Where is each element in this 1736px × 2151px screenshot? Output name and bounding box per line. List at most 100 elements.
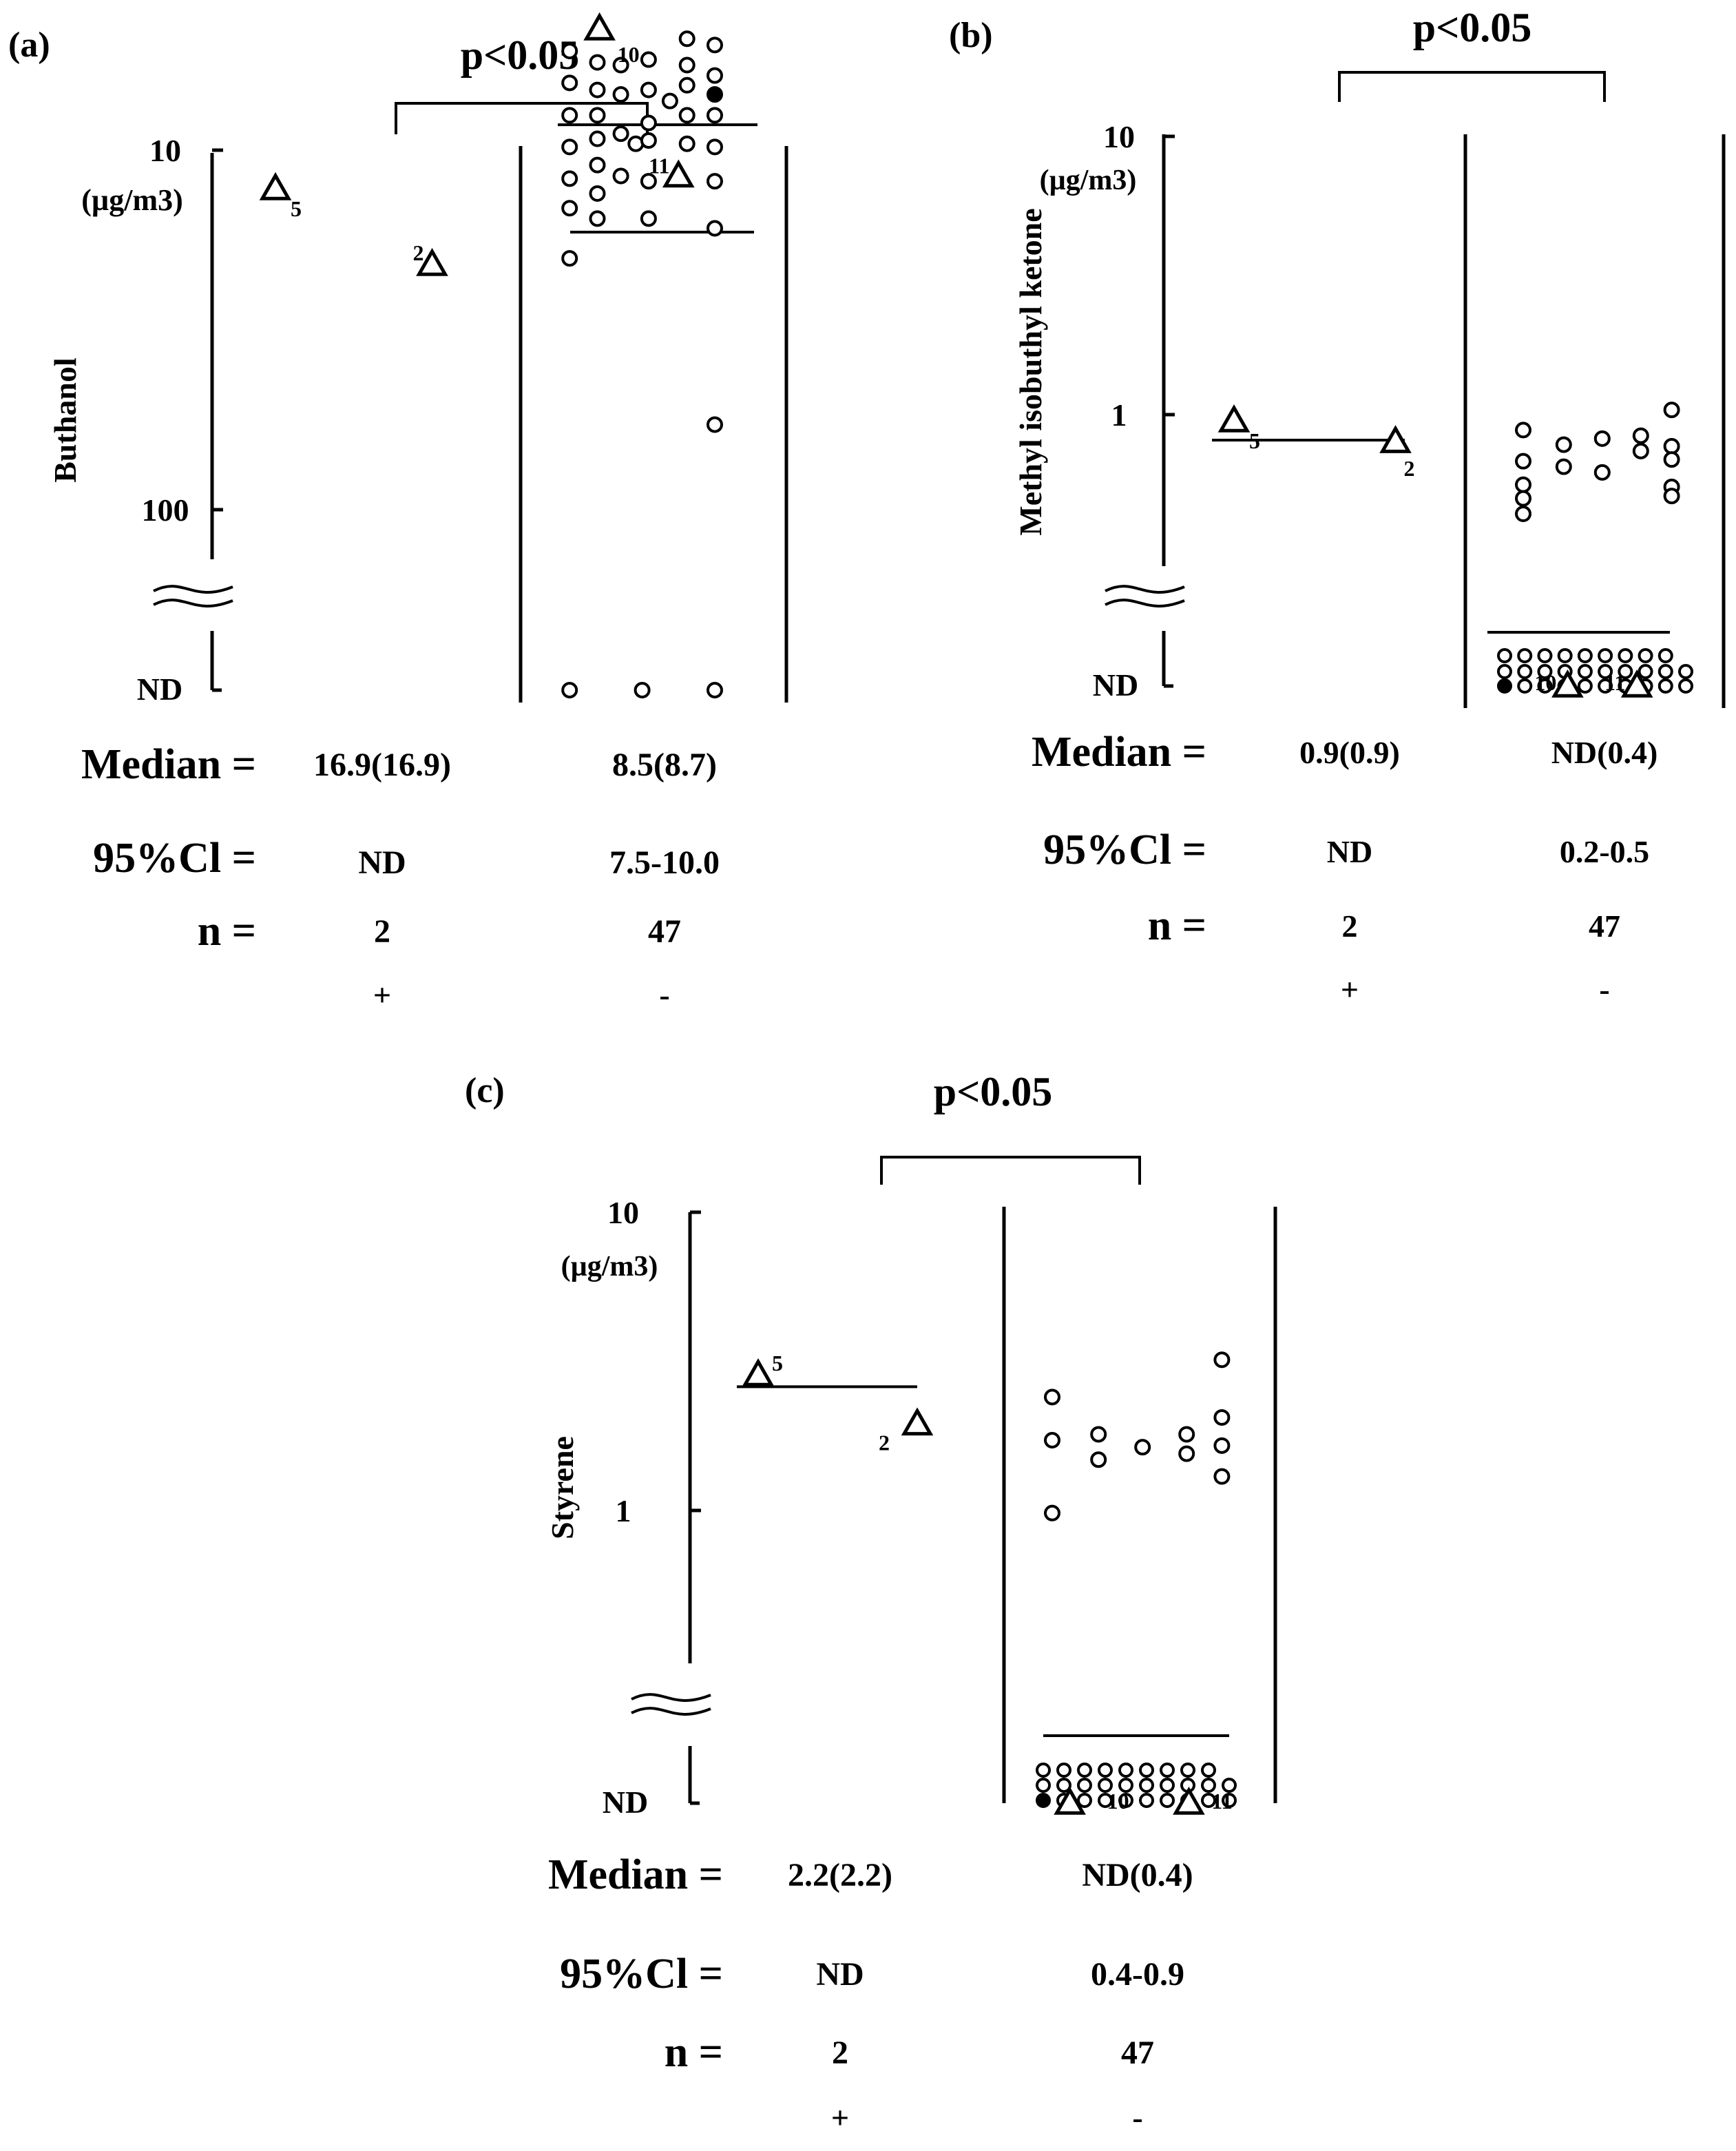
n-value: 2 — [374, 913, 390, 950]
nd-circle-point — [1077, 1763, 1092, 1778]
circle-point — [1515, 506, 1531, 523]
circle-point — [1663, 437, 1680, 455]
axis-break-mark — [153, 599, 233, 607]
nd-circle-point — [1497, 664, 1512, 679]
nd-label: ND — [603, 1785, 648, 1820]
median-value: ND(0.4) — [1551, 735, 1658, 770]
median-row-label: Median = — [1032, 729, 1206, 776]
unit-label: (µg/m3) — [1040, 165, 1137, 196]
axis-break-mark — [631, 1707, 711, 1716]
circle-point — [1044, 1504, 1060, 1521]
circle-point — [589, 54, 606, 71]
point-label: 5 — [291, 196, 302, 221]
nd-filled-circle-point — [1036, 1793, 1051, 1808]
nd-circle-point — [1657, 664, 1673, 679]
circle-point — [561, 170, 578, 187]
y-axis-label: Methyl isobuthyl ketone — [1013, 208, 1048, 535]
nd-circle-point — [1036, 1778, 1051, 1793]
median-row-label: Median = — [548, 1851, 723, 1898]
circle-point — [1044, 1432, 1060, 1449]
nd-circle-point — [1222, 1778, 1237, 1793]
point-label: 10 — [1107, 1789, 1129, 1814]
circle-point — [1593, 430, 1611, 447]
circle-point — [1515, 476, 1531, 493]
nd-circle-point — [1537, 664, 1553, 679]
circle-point — [640, 81, 657, 98]
n-value: 47 — [1589, 908, 1620, 944]
triangle-point — [1054, 1786, 1086, 1815]
circle-point — [1555, 458, 1572, 475]
circle-point — [561, 200, 578, 217]
group-sign: + — [1341, 972, 1359, 1007]
y-tick-label: 1 — [1111, 397, 1127, 433]
n-value: 2 — [832, 2035, 848, 2071]
circle-point — [589, 107, 606, 124]
circle-point — [678, 56, 696, 74]
circle-point — [678, 30, 696, 48]
circle-point — [661, 92, 678, 110]
significance-bracket — [395, 102, 649, 134]
point-label: 2 — [1404, 456, 1415, 481]
median-value: 2.2(2.2) — [788, 1857, 892, 1893]
nd-circle-point — [1618, 664, 1633, 679]
circle-point — [1090, 1426, 1107, 1443]
y-tick-label: 10 — [149, 133, 181, 168]
circle-point — [707, 107, 723, 124]
circle-point — [678, 107, 696, 124]
circle-point — [589, 185, 606, 202]
group-sign: + — [831, 2100, 849, 2135]
circle-point — [707, 682, 723, 698]
circle-point — [561, 43, 578, 60]
nd-circle-point — [1598, 678, 1613, 694]
nd-label: ND — [137, 672, 182, 707]
circle-point — [1213, 1351, 1231, 1369]
nd-circle-point — [1056, 1778, 1071, 1793]
panel-label: (b) — [949, 16, 993, 55]
median-row-label: Median = — [81, 741, 256, 788]
circle-point — [640, 132, 657, 149]
circle-point — [1213, 1437, 1231, 1454]
y-tick-label: 1 — [616, 1493, 631, 1528]
unit-label: (µg/m3) — [561, 1251, 658, 1282]
circle-point — [561, 250, 578, 267]
triangle-point — [1551, 669, 1584, 698]
point-label: 10 — [1534, 670, 1556, 695]
circle-point — [1178, 1445, 1195, 1462]
nd-circle-point — [1618, 648, 1633, 663]
ci-row-label: 95%Cl = — [93, 835, 256, 882]
circle-point — [1663, 402, 1680, 419]
n-row-label: n = — [1148, 902, 1206, 949]
triangle-point — [1379, 425, 1412, 453]
significance-label: p<0.05 — [934, 1069, 1053, 1114]
axis-break-mark — [1105, 599, 1185, 607]
ci-row-label: 95%Cl = — [1043, 827, 1206, 873]
ci-row-label: 95%Cl = — [560, 1951, 723, 1997]
nd-circle-point — [1056, 1763, 1071, 1778]
circle-point — [707, 220, 723, 237]
circle-point — [561, 107, 578, 124]
filled-circle-point — [707, 86, 723, 103]
ci-value: 0.2-0.5 — [1560, 834, 1649, 869]
circle-point — [707, 173, 723, 190]
circle-point — [707, 67, 723, 84]
nd-circle-point — [1598, 664, 1613, 679]
nd-circle-point — [1517, 664, 1533, 679]
point-label: 11 — [1211, 1789, 1232, 1814]
nd-circle-point — [1118, 1763, 1133, 1778]
panel-label: (c) — [465, 1071, 505, 1110]
median-value: 16.9(16.9) — [313, 747, 451, 783]
nd-circle-point — [1598, 648, 1613, 663]
median-value: 0.9(0.9) — [1299, 735, 1400, 770]
circle-point — [1632, 427, 1649, 444]
axis-break-mark — [1105, 585, 1185, 594]
unit-label: (µg/m3) — [81, 183, 183, 217]
circle-point — [1213, 1468, 1231, 1485]
y-axis-label: Buthanol — [48, 357, 83, 483]
circle-point — [707, 37, 723, 54]
panel-label: (a) — [8, 25, 50, 65]
nd-circle-point — [1222, 1793, 1237, 1808]
circle-point — [640, 173, 657, 190]
median-value: 8.5(8.7) — [612, 747, 717, 783]
nd-circle-point — [1638, 648, 1653, 663]
